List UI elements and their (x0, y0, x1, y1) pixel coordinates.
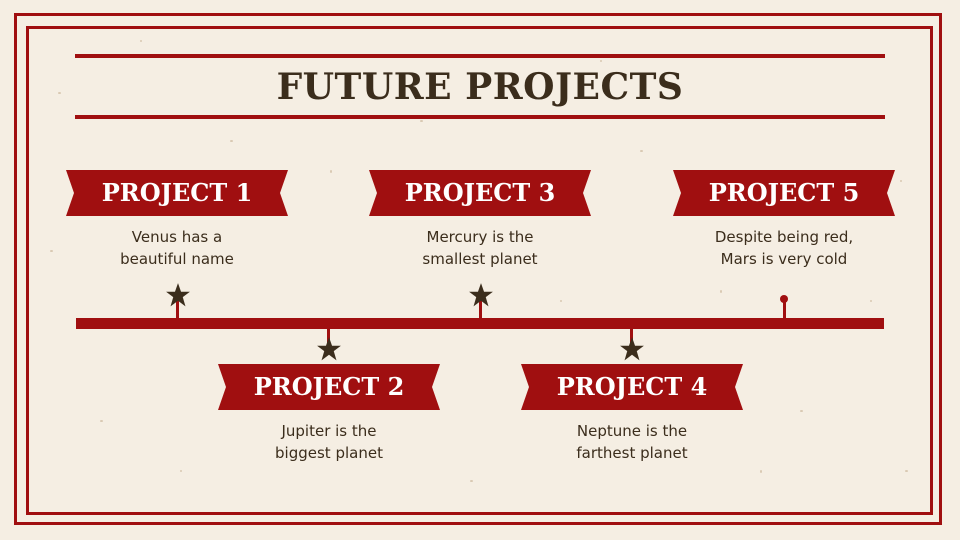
page-title: FUTURE PROJECTS (276, 66, 684, 108)
project-4-desc-line-2: farthest planet (576, 444, 688, 462)
project-2-description: Jupiter is the biggest planet (229, 420, 429, 464)
outer-border (14, 13, 942, 525)
project-3-description: Mercury is the smallest planet (380, 226, 580, 270)
project-5-description: Despite being red, Mars is very cold (684, 226, 884, 270)
project-1-banner: PROJECT 1 (66, 170, 288, 216)
timeline-stem-1 (176, 300, 179, 324)
project-5-desc-line-1: Despite being red, (714, 228, 854, 246)
project-5-banner: PROJECT 5 (673, 170, 895, 216)
dot-icon (780, 295, 788, 303)
project-1-description: Venus has a beautiful name (77, 226, 277, 270)
project-1-label: PROJECT 1 (101, 178, 253, 207)
star-icon (620, 337, 644, 361)
project-3-banner: PROJECT 3 (369, 170, 591, 216)
star-icon (469, 283, 493, 307)
inner-border (26, 26, 933, 515)
title-bottom-rule (75, 115, 885, 119)
project-4-banner: PROJECT 4 (521, 364, 743, 410)
project-4-label: PROJECT 4 (556, 372, 708, 401)
star-icon (166, 283, 190, 307)
project-3-desc-line-1: Mercury is the (426, 228, 534, 246)
project-5-label: PROJECT 5 (708, 178, 860, 207)
project-2-banner: PROJECT 2 (218, 364, 440, 410)
project-2-desc-line-2: biggest planet (275, 444, 383, 462)
project-4-desc-line-1: Neptune is the (576, 422, 688, 440)
project-2-desc-line-1: Jupiter is the (281, 422, 377, 440)
timeline-stem-4 (630, 324, 633, 346)
timeline-stem-5 (783, 300, 786, 324)
project-1-desc-line-1: Venus has a (131, 228, 223, 246)
star-icon (317, 337, 341, 361)
project-1-desc-line-2: beautiful name (120, 250, 234, 268)
project-3-desc-line-2: smallest planet (422, 250, 538, 268)
timeline-stem-2 (327, 324, 330, 346)
timeline-stem-3 (479, 300, 482, 324)
project-2-label: PROJECT 2 (253, 372, 405, 401)
project-4-description: Neptune is the farthest planet (532, 420, 732, 464)
title-top-rule (75, 54, 885, 58)
project-5-desc-line-2: Mars is very cold (720, 250, 848, 268)
project-3-label: PROJECT 3 (404, 178, 556, 207)
